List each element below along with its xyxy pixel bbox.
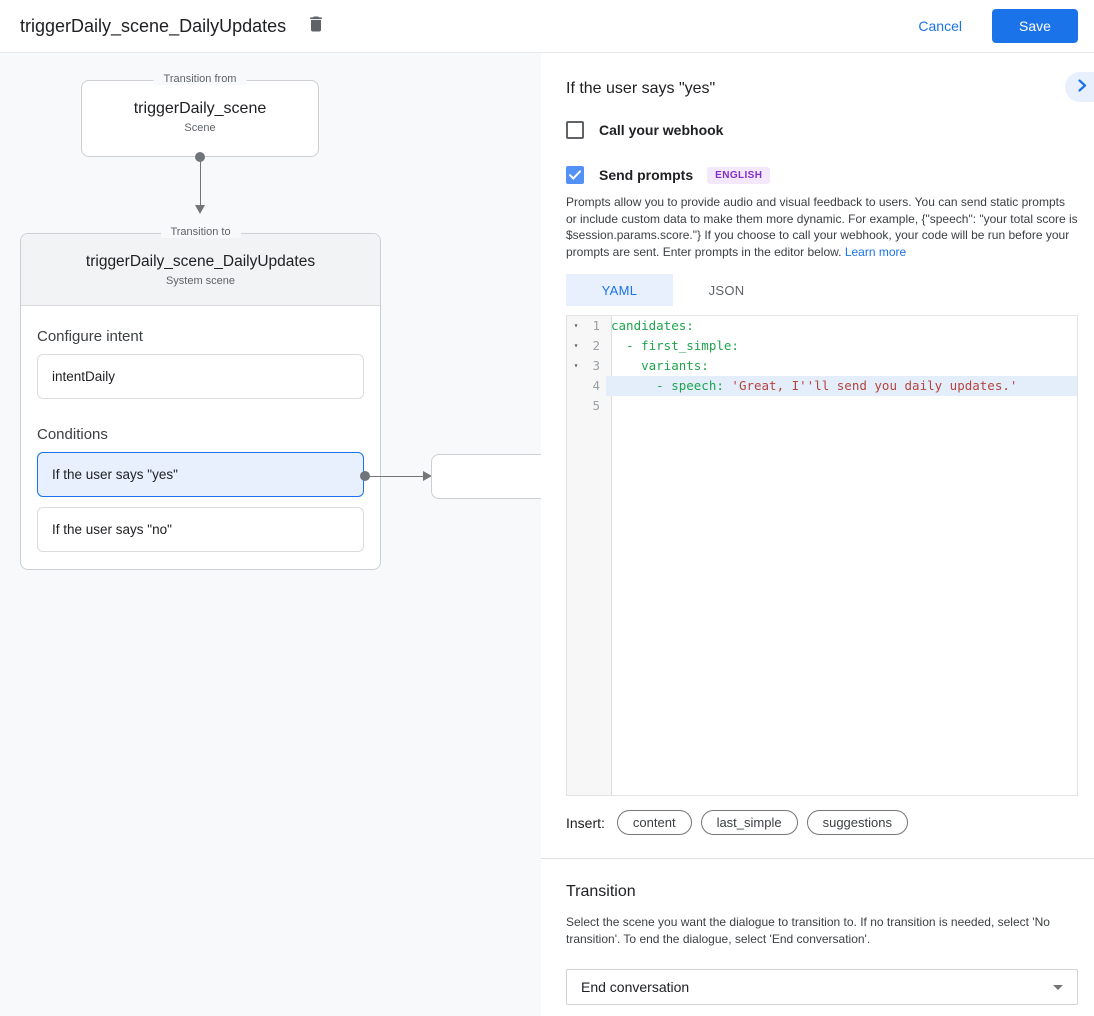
code-line-content <box>606 396 1077 416</box>
transition-from-node[interactable]: Transition from triggerDaily_scene Scene <box>81 73 319 157</box>
intent-card[interactable]: intentDaily <box>37 354 364 399</box>
page-title: triggerDaily_scene_DailyUpdates <box>20 15 287 36</box>
checkmark-icon <box>569 170 581 180</box>
webhook-checkbox[interactable] <box>566 121 584 139</box>
fold-arrow-icon[interactable]: ▾ <box>573 341 579 350</box>
code-token-key: variants: <box>611 358 709 373</box>
webhook-row: Call your webhook <box>566 121 723 139</box>
editor-line[interactable]: 4 - speech: 'Great, I''ll send you daily… <box>567 376 1077 396</box>
fold-arrow-icon[interactable]: ▾ <box>573 321 579 330</box>
from-scene-name: triggerDaily_scene <box>133 100 267 117</box>
learn-more-link[interactable]: Learn more <box>844 244 907 259</box>
conditions-label: Conditions <box>37 426 108 443</box>
section-divider <box>541 858 1094 859</box>
transition-description: Select the scene you want the dialogue t… <box>566 915 1050 946</box>
send-prompts-label: Send prompts <box>599 167 694 183</box>
tab-yaml[interactable]: YAML <box>566 274 673 306</box>
trash-icon <box>306 14 326 39</box>
editor-line[interactable]: ▾ 1 candidates: <box>567 316 1077 336</box>
editor-line[interactable]: 5 <box>567 396 1077 416</box>
insert-row: Insert: content last_simple suggestions <box>566 810 1078 835</box>
delete-scene-button[interactable] <box>304 14 328 38</box>
transition-select-value: End conversation <box>581 979 690 995</box>
arrow-down-icon <box>195 205 205 214</box>
save-button[interactable]: Save <box>992 9 1078 43</box>
to-node-header: triggerDaily_scene_DailyUpdates System s… <box>21 234 380 306</box>
cancel-button[interactable]: Cancel <box>918 18 962 34</box>
transition-title: Transition <box>566 883 636 900</box>
configure-intent-label: Configure intent <box>37 328 143 345</box>
condition-card[interactable]: If the user says "yes" <box>37 452 364 497</box>
condition-target-node[interactable] <box>431 454 541 499</box>
condition-connector-line <box>368 475 424 477</box>
code-token-string: 'Great, I''ll send you daily updates.' <box>731 378 1018 393</box>
top-bar: triggerDaily_scene_DailyUpdates Cancel S… <box>0 0 1094 53</box>
to-node-body: Configure intent intentDaily Conditions … <box>21 328 380 552</box>
editor-lines: ▾ 1 candidates: ▾ 2 - first_simple: ▾ 3 varian… <box>567 316 1077 416</box>
fold-spacer <box>567 396 585 416</box>
insert-label: Insert: <box>566 814 605 831</box>
fold-spacer <box>567 376 585 396</box>
code-token-key: - speech: <box>611 378 732 393</box>
insert-chip-last_simple[interactable]: last_simple <box>700 810 798 835</box>
line-number: 3 <box>592 358 600 373</box>
tab-json[interactable]: JSON <box>708 282 745 298</box>
condition-card[interactable]: If the user says "no" <box>37 507 364 552</box>
insert-chips: content last_simple suggestions <box>616 810 917 835</box>
editor-gutter <box>567 316 612 795</box>
fold-arrow-icon[interactable]: ▾ <box>573 361 579 370</box>
editor-line[interactable]: ▾ 3 variants: <box>567 356 1077 376</box>
prompts-description-text: Prompts allow you to provide audio and v… <box>566 195 1078 259</box>
from-scene-type: Scene <box>184 122 216 134</box>
code-token-key: - first_simple: <box>611 338 739 353</box>
collapse-panel-button[interactable] <box>1065 72 1094 102</box>
condition-detail-panel: If the user says "yes" Call your webhook… <box>541 53 1094 1016</box>
detail-title: If the user says "yes" <box>566 80 716 97</box>
webhook-label: Call your webhook <box>599 122 724 138</box>
condition-connector-dot <box>360 471 370 481</box>
transition-select[interactable]: End conversation <box>566 969 1078 1005</box>
send-prompts-row: Send prompts ENGLISH <box>566 166 771 184</box>
insert-chip-content[interactable]: content <box>616 810 692 835</box>
code-line-content: - first_simple: <box>606 336 1077 356</box>
prompts-description: Prompts allow you to provide audio and v… <box>566 194 1078 260</box>
line-number: 1 <box>592 318 600 333</box>
code-line-content: candidates: <box>606 316 1077 336</box>
line-number: 5 <box>592 398 600 413</box>
conditions-list: If the user says "yes" If the user says "… <box>37 452 364 552</box>
scene-flow-canvas: Transition from triggerDaily_scene Scene… <box>0 53 541 1016</box>
transition-to-node[interactable]: Transition to triggerDaily_scene_DailyUp… <box>20 226 381 570</box>
line-number: 4 <box>592 378 600 393</box>
to-scene-type: System scene <box>165 275 236 287</box>
insert-chip-suggestions[interactable]: suggestions <box>806 810 908 835</box>
editor-tabs: YAML JSON <box>566 274 1078 306</box>
send-prompts-checkbox[interactable] <box>566 166 584 184</box>
code-token-key: candidates: <box>611 318 694 333</box>
transition-to-legend: Transition to <box>160 226 241 238</box>
code-line-content: variants: <box>606 356 1077 376</box>
connector-dot <box>195 152 205 162</box>
dropdown-caret-icon <box>1053 984 1063 990</box>
language-badge: ENGLISH <box>707 166 771 184</box>
connector-line <box>199 160 201 205</box>
yaml-code-editor[interactable]: ▾ 1 candidates: ▾ 2 - first_simple: ▾ 3 varian… <box>566 315 1078 796</box>
arrow-right-icon <box>423 471 432 481</box>
to-scene-name: triggerDaily_scene_DailyUpdates <box>85 253 316 270</box>
line-number: 2 <box>592 338 600 353</box>
code-line-content: - speech: 'Great, I''ll send you daily u… <box>606 376 1077 396</box>
editor-line[interactable]: ▾ 2 - first_simple: <box>567 336 1077 356</box>
chevron-right-icon <box>1078 79 1087 95</box>
transition-from-legend: Transition from <box>153 73 247 85</box>
